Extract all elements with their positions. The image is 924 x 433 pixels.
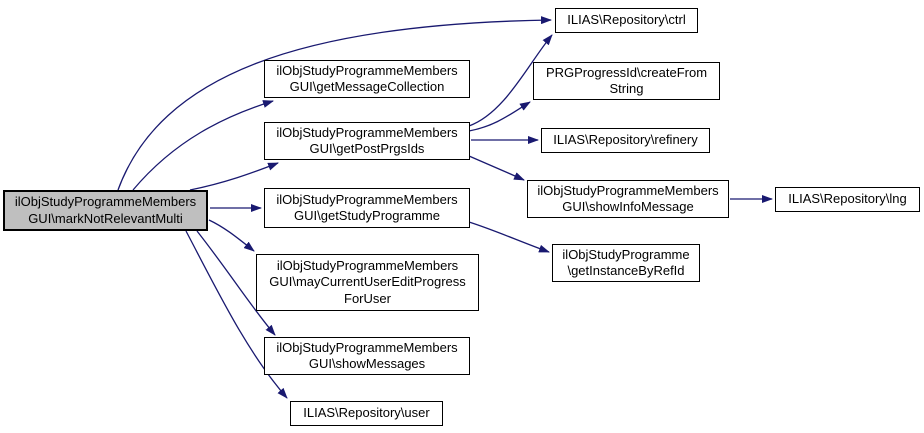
node-markNotRelevantMulti: ilObjStudyProgrammeMembers GUI\markNotRe…	[3, 190, 208, 231]
node-getPostPrgsIds[interactable]: ilObjStudyProgrammeMembers GUI\getPostPr…	[264, 122, 470, 160]
edge-getStudyProgramme-getInstanceByRefId	[468, 221, 550, 253]
node-ctrl-label: ILIAS\Repository\ctrl	[567, 12, 686, 28]
node-showInfoMessage[interactable]: ilObjStudyProgrammeMembers GUI\showInfoM…	[527, 180, 729, 218]
node-user-label: ILIAS\Repository\user	[303, 405, 430, 421]
node-getInstanceByRefId[interactable]: ilObjStudyProgramme \getInstanceByRefId	[552, 244, 700, 282]
node-showInfoMessage-label: ilObjStudyProgrammeMembers GUI\showInfoM…	[537, 182, 719, 214]
node-getMessageCollection-label: ilObjStudyProgrammeMembers GUI\getMessag…	[276, 62, 458, 94]
node-getPostPrgsIds-label: ilObjStudyProgrammeMembers GUI\getPostPr…	[276, 124, 458, 156]
edge-getPostPrgsIds-createFromString	[468, 101, 531, 132]
edge-markNotRelevantMulti-getMessageCollection	[132, 100, 274, 191]
node-user[interactable]: ILIAS\Repository\user	[290, 401, 443, 426]
edge-markNotRelevantMulti-mayCurrentUserEditProgressForUser	[208, 219, 255, 252]
node-getInstanceByRefId-label: ilObjStudyProgramme \getInstanceByRefId	[562, 246, 690, 278]
edge-markNotRelevantMulti-ctrl	[117, 16, 552, 191]
edge-markNotRelevantMulti-user	[185, 230, 288, 399]
node-getStudyProgramme[interactable]: ilObjStudyProgrammeMembers GUI\getStudyP…	[264, 188, 470, 228]
node-ctrl[interactable]: ILIAS\Repository\ctrl	[555, 8, 698, 33]
node-createFromString[interactable]: PRGProgressId\createFrom String	[533, 62, 720, 100]
edge-markNotRelevantMulti-getPostPrgsIds	[189, 162, 279, 191]
node-showMessages-label: ilObjStudyProgrammeMembers GUI\showMessa…	[276, 339, 458, 371]
node-mayCurrentUserEditProgressForUser[interactable]: ilObjStudyProgrammeMembers GUI\mayCurren…	[256, 254, 479, 311]
edge-getPostPrgsIds-ctrl	[468, 34, 553, 127]
node-refinery[interactable]: ILIAS\Repository\refinery	[541, 128, 710, 153]
edge-markNotRelevantMulti-showMessages	[196, 230, 276, 336]
edge-getPostPrgsIds-showInfoMessage	[468, 155, 525, 181]
node-mayCurrentUserEditProgressForUser-label: ilObjStudyProgrammeMembers GUI\mayCurren…	[269, 258, 466, 306]
node-showMessages[interactable]: ilObjStudyProgrammeMembers GUI\showMessa…	[264, 337, 470, 375]
node-getMessageCollection[interactable]: ilObjStudyProgrammeMembers GUI\getMessag…	[264, 60, 470, 98]
node-lng[interactable]: ILIAS\Repository\lng	[775, 187, 920, 212]
node-refinery-label: ILIAS\Repository\refinery	[553, 132, 698, 148]
node-createFromString-label: PRGProgressId\createFrom String	[545, 64, 708, 96]
node-lng-label: ILIAS\Repository\lng	[788, 191, 907, 207]
node-getStudyProgramme-label: ilObjStudyProgrammeMembers GUI\getStudyP…	[276, 191, 458, 223]
node-markNotRelevantMulti-label: ilObjStudyProgrammeMembers GUI\markNotRe…	[14, 194, 197, 226]
